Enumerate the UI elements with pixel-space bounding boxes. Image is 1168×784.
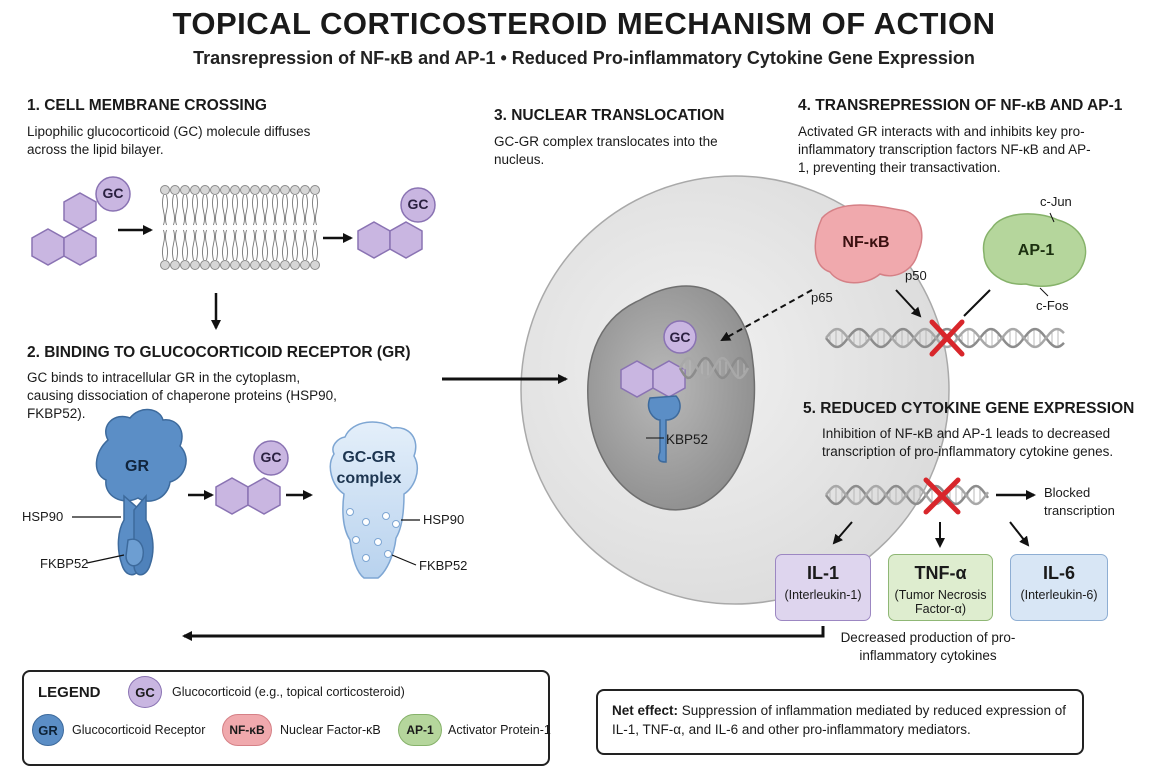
step1-heading: 1. CELL MEMBRANE CROSSING — [27, 97, 267, 114]
net-effect-box: Net effect: Suppression of inflammation … — [596, 689, 1084, 755]
complex-label-2: complex — [336, 470, 402, 487]
cytokine-desc: (Tumor Necrosis Factor-α) — [894, 588, 987, 616]
net-effect-text: Suppression of inflammation mediated by … — [612, 703, 1066, 737]
gc-label-2: GC — [407, 196, 429, 212]
gc-label-1: GC — [102, 185, 124, 201]
net-effect-label: Net effect: — [612, 703, 679, 718]
legend-nfkb-chip: NF-κB — [222, 714, 272, 746]
nfkb-shape — [814, 204, 923, 284]
cytokine-name: IL-6 — [1042, 563, 1075, 583]
cytokine-il1-box: IL-1 (Interleukin-1) — [775, 554, 871, 621]
inhibition-x-icon — [929, 319, 965, 357]
blocked-x-icon — [923, 477, 961, 515]
p65-label: p65 — [811, 290, 833, 305]
cfos-label: c-Fos — [1036, 298, 1069, 313]
step2-text: GC binds to intracellular GR in the cyto… — [27, 370, 337, 421]
gc-label-3: GC — [260, 449, 282, 465]
step4-heading: 4. TRANSREPRESSION OF NF-κB AND AP-1 — [798, 97, 1123, 114]
step5-heading: 5. REDUCED CYTOKINE GENE EXPRESSION — [803, 400, 1135, 417]
step3-heading: 3. NUCLEAR TRANSLOCATION — [494, 107, 725, 124]
complex-label-1: GC-GR — [342, 449, 396, 466]
step1-text: Lipophilic glucocorticoid (GC) molecule … — [27, 124, 311, 157]
step4-text: Activated GR interacts with and inhibits… — [798, 124, 1091, 175]
cytokine-desc: (Interleukin-1) — [784, 588, 862, 602]
dna-helix-nucleus — [678, 356, 750, 380]
gc-molecule-crossed — [357, 221, 423, 259]
dna-helix-transrepression — [825, 327, 1065, 349]
cytokine-il6-box: IL-6 (Interleukin-6) — [1010, 554, 1108, 621]
blocked-transcription-label: Blocked transcription — [1044, 485, 1115, 518]
gc-gr-complex-shape — [329, 421, 418, 579]
step2-heading: 2. BINDING TO GLUCOCORTICOID RECEPTOR (G… — [27, 344, 411, 361]
legend-gr-text: Glucocorticoid Receptor — [72, 723, 206, 737]
step3-text: GC-GR complex translocates into the nucl… — [494, 134, 718, 167]
cytokine-name: TNF-α — [914, 563, 967, 583]
legend-gc-chip: GC — [128, 676, 162, 708]
cjun-label: c-Jun — [1040, 194, 1072, 209]
step5-text: Inhibition of NF-κB and AP-1 leads to de… — [822, 426, 1114, 459]
legend-gc-text: Glucocorticoid (e.g., topical corticoste… — [172, 685, 405, 699]
kbp52-label: KBP52 — [666, 432, 709, 447]
legend-gr-chip: GR — [32, 714, 64, 746]
legend-ap1-chip: AP-1 — [398, 714, 442, 746]
decreased-production-label: Decreased production of pro-inflammatory… — [840, 630, 1016, 663]
fkbp52-label-1: FKBP52 — [40, 556, 89, 571]
cytokine-tnf-box: TNF-α (Tumor Necrosis Factor-α) — [888, 554, 993, 621]
ap1-shape — [982, 213, 1087, 287]
legend-nfkb-text: Nuclear Factor-κB — [280, 723, 381, 737]
page-title: TOPICAL CORTICOSTEROID MECHANISM OF ACTI… — [172, 6, 996, 41]
fkbp52-label-2: FKBP52 — [419, 558, 468, 573]
gr-receptor-shape — [95, 408, 187, 576]
hsp90-label-1: HSP90 — [22, 509, 64, 524]
cytokine-desc: (Interleukin-6) — [1020, 588, 1098, 602]
lipid-bilayer — [160, 185, 320, 270]
ap1-label: AP-1 — [1017, 242, 1055, 259]
hsp90-label-2: HSP90 — [423, 512, 465, 527]
legend-ap1-text: Activator Protein-1 — [448, 723, 551, 737]
nfkb-label: NF-κB — [842, 234, 890, 251]
cytokine-name: IL-1 — [806, 563, 839, 583]
page-subtitle: Transrepression of NF-κB and AP-1 • Redu… — [193, 48, 975, 68]
gc-label-4: GC — [669, 329, 691, 345]
p50-label: p50 — [905, 268, 927, 283]
legend-box: LEGEND GC Glucocorticoid (e.g., topical … — [22, 670, 551, 766]
gc-molecule-step1 — [31, 192, 97, 266]
legend-title: LEGEND — [38, 684, 101, 701]
gr-label: GR — [125, 458, 149, 475]
